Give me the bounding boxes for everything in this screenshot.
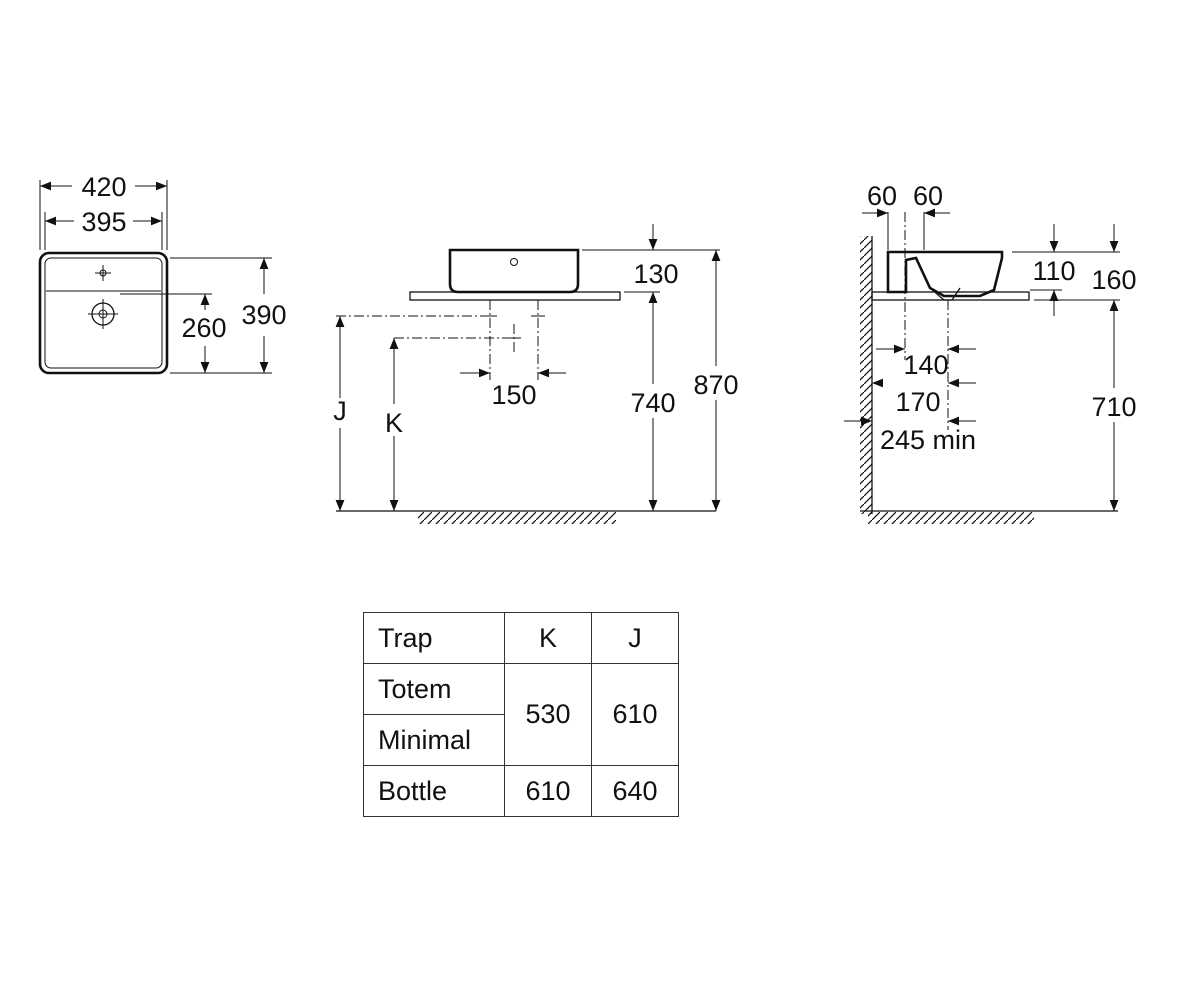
row-totem-name: Totem (363, 663, 505, 715)
dim-total-160: 160 (1091, 265, 1136, 295)
trap-table: Trap K J Totem 530 610 Minimal Bottle 61… (363, 612, 679, 817)
row-minimal-name: Minimal (363, 714, 505, 766)
dim-width-420: 420 (81, 172, 126, 202)
table-row: Totem 530 610 (363, 663, 679, 766)
worktop-front (409, 291, 621, 301)
dim-870: 870 (693, 370, 738, 400)
basin-outline-top (38, 251, 169, 375)
dim-inner-110: 110 (1032, 256, 1075, 286)
dim-j-label: J (333, 396, 347, 426)
row-totem-k: 530 (504, 663, 592, 766)
dim-140: 140 (903, 350, 948, 380)
floor-hatch (418, 512, 616, 524)
dim-depth-390: 390 (241, 300, 286, 330)
dim-wall-245-min: 245 min (880, 425, 976, 455)
table-row: Minimal (363, 714, 679, 766)
dim-260: 260 (181, 313, 226, 343)
dim-basin-130: 130 (633, 259, 678, 289)
side-view: 60 60 110 160 710 140 170 245 min (844, 181, 1137, 524)
dim-tap-spacing-150: 150 (491, 380, 536, 410)
dim-k-label: K (385, 408, 403, 438)
tap-cross-icon (483, 315, 545, 339)
top-view: 420 395 390 260 (38, 172, 287, 375)
row-bottle-name: Bottle (363, 765, 505, 817)
waste-outlet-icon (88, 299, 118, 329)
row-bottle-k: 610 (504, 765, 592, 817)
basin-front (448, 248, 580, 294)
dim-width-395: 395 (81, 207, 126, 237)
front-view: J K 150 130 740 870 (333, 224, 739, 524)
basin-inner-top (44, 257, 163, 369)
row-totem-j: 610 (591, 663, 679, 766)
table-header-row: Trap K J (363, 612, 679, 664)
header-k: K (504, 612, 592, 664)
dim-tap-right-60: 60 (913, 181, 943, 211)
dim-170: 170 (895, 387, 940, 417)
table-row: Bottle 610 640 (363, 765, 679, 817)
floor-hatch-side (868, 512, 1034, 524)
tap-hole-icon (95, 265, 111, 281)
header-trap: Trap (363, 612, 505, 664)
basin-side (886, 250, 1004, 298)
dim-710: 710 (1091, 392, 1136, 422)
wall-hatch (860, 236, 872, 514)
dim-740: 740 (630, 388, 675, 418)
dim-tap-left-60: 60 (867, 181, 897, 211)
header-j: J (591, 612, 679, 664)
row-bottle-j: 640 (591, 765, 679, 817)
